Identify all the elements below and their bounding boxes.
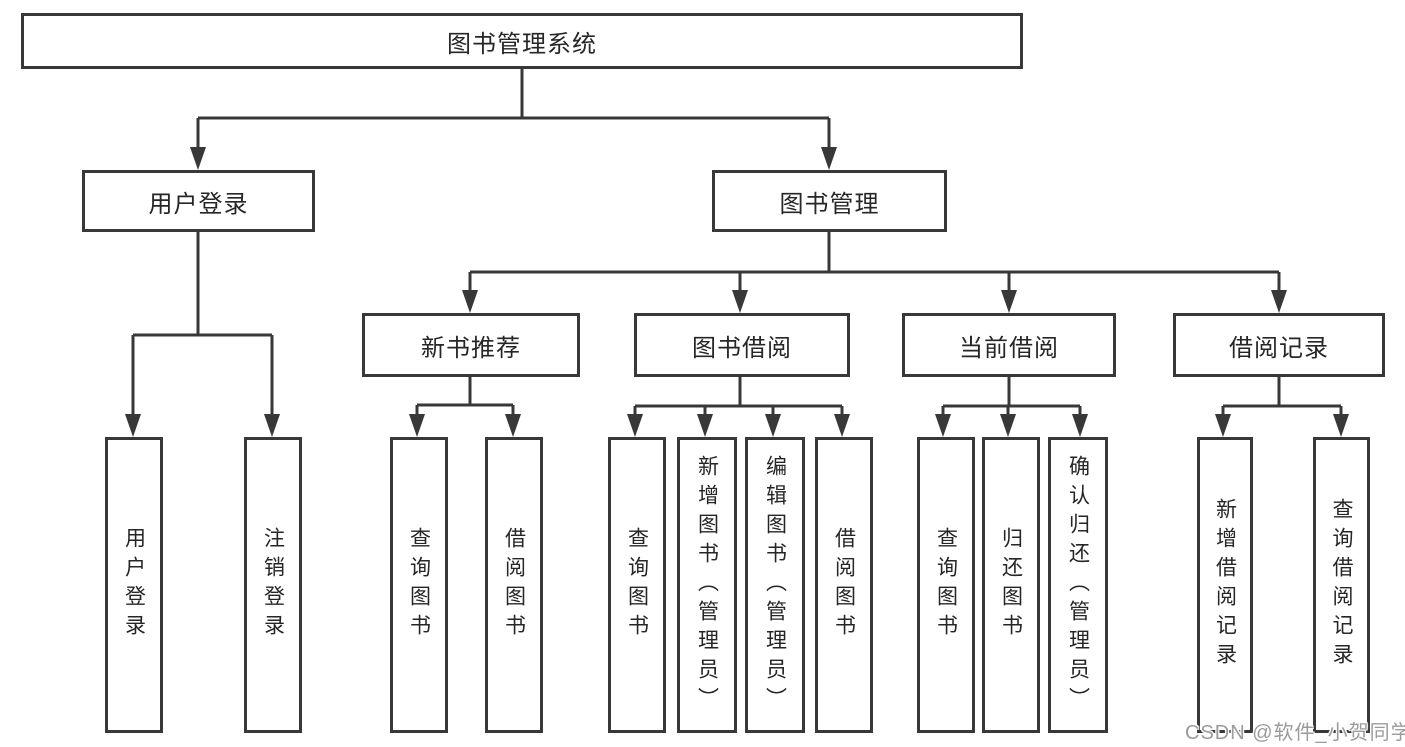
node-root-label: 图书管理系统 (447, 30, 597, 58)
leaf-query-books-recommend: 查询图书 (390, 437, 448, 733)
leaf-user-login-label: 用户登录 (122, 527, 146, 643)
edge-root-to-level2 (190, 68, 837, 170)
edge-borrow-records-children (1215, 377, 1349, 437)
node-borrow-records-label: 借阅记录 (1229, 334, 1329, 362)
leaf-query-books-current: 查询图书 (917, 437, 975, 733)
edge-current-borrow-children (935, 377, 1088, 437)
leaf-add-book-admin: 新增图书（管理员） (677, 437, 737, 733)
node-new-book-recommend-label: 新书推荐 (421, 334, 521, 362)
leaf-borrow-books: 借阅图书 (815, 437, 873, 733)
leaf-add-book-admin-label: 新增图书（管理员） (695, 454, 719, 716)
node-current-borrow: 当前借阅 (902, 313, 1116, 377)
leaf-query-books-current-label: 查询图书 (934, 527, 958, 643)
leaf-return-books: 归还图书 (982, 437, 1040, 733)
leaf-confirm-return-admin: 确认归还（管理员） (1048, 437, 1108, 733)
leaf-return-books-label: 归还图书 (999, 527, 1023, 643)
leaf-logout: 注销登录 (244, 437, 302, 733)
leaf-query-borrow-record: 查询借阅记录 (1313, 437, 1370, 733)
leaf-user-login: 用户登录 (105, 437, 163, 733)
leaf-logout-label: 注销登录 (261, 527, 285, 643)
edge-book-borrow-children (627, 377, 850, 437)
edge-new-book-recommend-children (409, 377, 521, 437)
edge-book-management-children (462, 232, 1287, 313)
node-book-borrow-label: 图书借阅 (692, 334, 792, 362)
leaf-edit-book-admin: 编辑图书（管理员） (745, 437, 805, 733)
leaf-add-borrow-record-label: 新增借阅记录 (1213, 498, 1237, 672)
node-book-management-label: 图书管理 (779, 190, 880, 218)
leaf-confirm-return-admin-label: 确认归还（管理员） (1066, 454, 1090, 716)
node-book-management: 图书管理 (712, 170, 947, 232)
leaf-edit-book-admin-label: 编辑图书（管理员） (763, 454, 787, 716)
leaf-query-books-borrow: 查询图书 (608, 437, 666, 733)
node-book-borrow: 图书借阅 (634, 313, 850, 377)
leaf-borrow-books-recommend-label: 借阅图书 (502, 527, 526, 643)
leaf-query-books-borrow-label: 查询图书 (625, 527, 649, 643)
csdn-watermark: CSDN @软件_小贺同学 (1185, 722, 1405, 744)
leaf-add-borrow-record: 新增借阅记录 (1197, 437, 1253, 733)
leaf-borrow-books-recommend: 借阅图书 (485, 437, 543, 733)
edge-user-login-children (125, 232, 280, 437)
leaf-query-borrow-record-label: 查询借阅记录 (1330, 498, 1353, 672)
node-user-login-label: 用户登录 (148, 190, 249, 218)
leaf-query-books-recommend-label: 查询图书 (407, 527, 431, 643)
node-current-borrow-label: 当前借阅 (959, 334, 1059, 362)
node-new-book-recommend: 新书推荐 (362, 313, 580, 377)
node-root-library-system: 图书管理系统 (21, 13, 1023, 69)
leaf-borrow-books-label: 借阅图书 (832, 527, 856, 643)
node-user-login: 用户登录 (82, 170, 315, 232)
node-borrow-records: 借阅记录 (1173, 313, 1385, 377)
